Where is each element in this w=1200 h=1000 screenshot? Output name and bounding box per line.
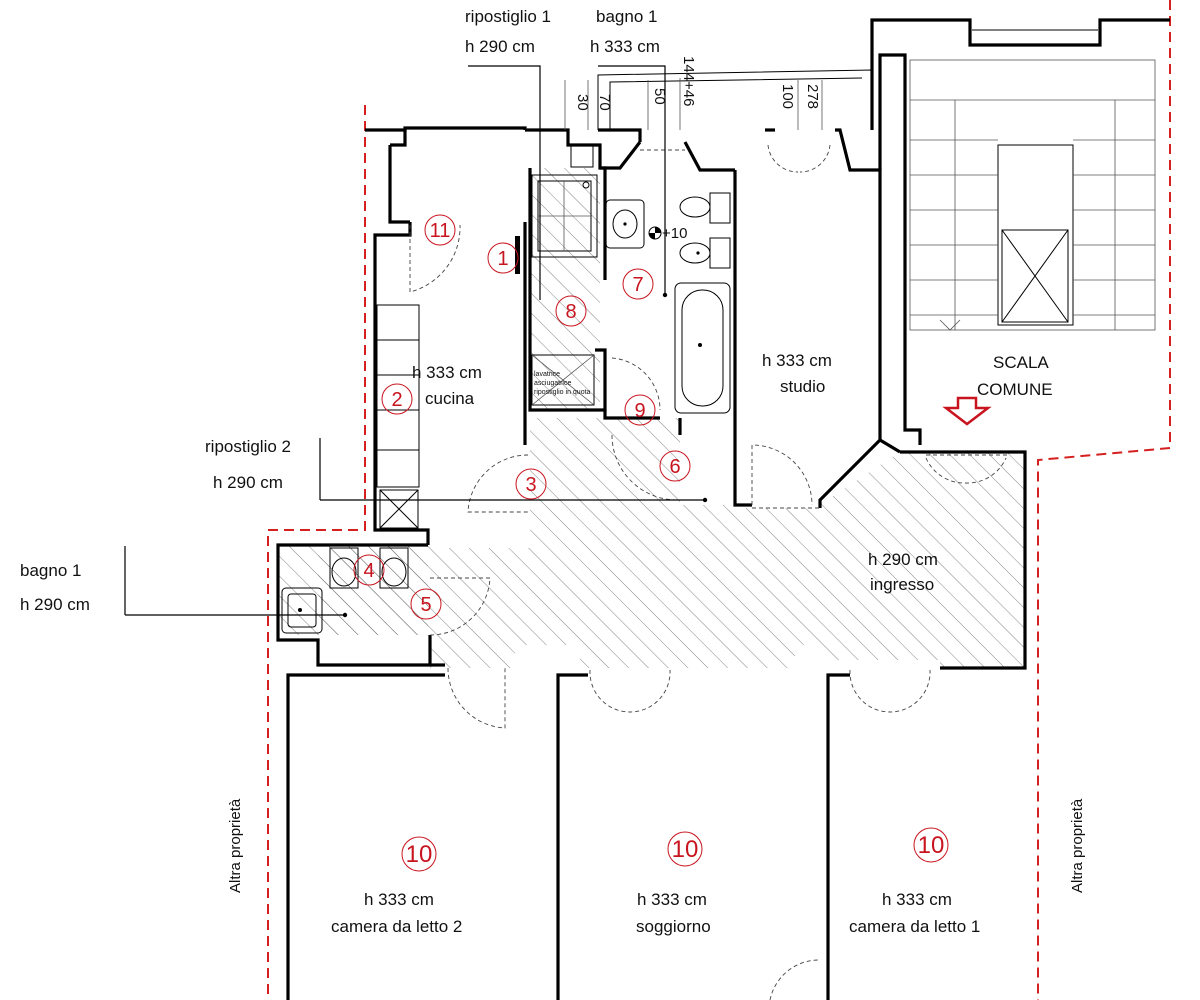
svg-text:1: 1 xyxy=(497,248,508,270)
wall-cucina xyxy=(373,222,430,545)
label-soggiorno-h: h 333 cm xyxy=(637,890,707,909)
label-bagno1-top-name: bagno 1 xyxy=(596,7,657,26)
room-numbers: 1 2 3 4 5 6 7 8 xyxy=(353,214,949,872)
wall-ingresso-diag xyxy=(879,438,901,454)
hatched-areas xyxy=(278,168,1025,668)
label-appliance-2: asciugatrice xyxy=(534,380,571,387)
svg-text:10: 10 xyxy=(672,836,699,863)
svg-text:3: 3 xyxy=(525,474,536,496)
label-ripostiglio1-name: ripostiglio 1 xyxy=(465,7,551,26)
room-labels: ripostiglio 1 h 290 cm bagno 1 h 333 cm … xyxy=(20,7,1086,936)
wall-scala xyxy=(870,18,1170,130)
bagno-left-fixtures xyxy=(281,547,409,634)
label-ripostiglio2-h: h 290 cm xyxy=(213,473,283,492)
property-boundary xyxy=(267,0,1171,1000)
room-number-5: 5 xyxy=(410,588,442,620)
svg-text:8: 8 xyxy=(565,301,576,323)
label-ingresso-h: h 290 cm xyxy=(868,550,938,569)
stair-drawing xyxy=(909,59,1156,331)
dim-70: 70 xyxy=(596,94,613,111)
wall-ingresso-right xyxy=(900,450,1027,670)
label-camera2-name: camera da letto 2 xyxy=(331,917,462,936)
wall-room11 xyxy=(388,145,410,224)
label-camera1-name: camera da letto 1 xyxy=(849,917,980,936)
hatch-ingresso xyxy=(318,418,1025,668)
kitchen-cabinets xyxy=(376,304,420,529)
wall-bagno7-vent xyxy=(683,141,735,172)
room-number-9: 9 xyxy=(624,394,656,426)
label-appliance-3: ripostiglio in quota xyxy=(534,389,591,396)
svg-text:4: 4 xyxy=(363,560,374,582)
wall-bagno7-top xyxy=(598,128,642,142)
label-level-mark: +10 xyxy=(662,225,687,242)
boundary-left xyxy=(267,105,366,1000)
label-ingresso-name: ingresso xyxy=(870,575,934,594)
wall-camera1 xyxy=(826,673,850,1000)
boundary-right xyxy=(1037,0,1171,1000)
label-soggiorno-name: soggiorno xyxy=(636,917,711,936)
wall-room11-top xyxy=(390,130,407,147)
dim-50: 50 xyxy=(651,88,668,105)
leader-lines xyxy=(124,65,708,618)
walls xyxy=(276,18,1170,1000)
room-number-10-camera2: 10 xyxy=(401,836,437,872)
label-scala-1: SCALA xyxy=(993,353,1049,372)
entrance-arrow-icon xyxy=(942,396,992,426)
wall-scala-inner xyxy=(878,53,922,445)
room-number-6: 6 xyxy=(659,450,691,482)
label-cucina-name: cucina xyxy=(425,389,475,408)
wall-soggiorno xyxy=(556,673,588,1000)
label-camera1-h: h 333 cm xyxy=(882,890,952,909)
room-number-7: 7 xyxy=(622,268,654,300)
svg-text:10: 10 xyxy=(406,841,433,868)
balcony-rail-inner xyxy=(609,77,863,130)
svg-text:9: 9 xyxy=(634,400,645,422)
dimension-labels: 30 70 50 144+46 100 278 xyxy=(574,56,821,111)
label-ripostiglio2-name: ripostiglio 2 xyxy=(205,437,291,456)
svg-text:11: 11 xyxy=(430,220,451,242)
room-number-4: 4 xyxy=(353,554,385,586)
room-number-11: 11 xyxy=(424,214,456,246)
svg-text:10: 10 xyxy=(918,832,945,859)
hatch-bagno-left xyxy=(278,545,428,635)
label-studio-name: studio xyxy=(780,377,825,396)
room-number-10-camera1: 10 xyxy=(913,827,949,863)
label-ripostiglio1-h: h 290 cm xyxy=(465,37,535,56)
wall-bagno7-left xyxy=(600,141,642,170)
svg-text:7: 7 xyxy=(632,274,643,296)
label-altra-right: Altra proprietà xyxy=(1069,798,1086,893)
dim-278: 278 xyxy=(804,84,821,109)
doors xyxy=(409,144,1008,1000)
dim-30: 30 xyxy=(574,94,591,111)
wall-balcony-top xyxy=(365,126,527,132)
room-number-1: 1 xyxy=(487,242,519,274)
label-altra-left: Altra proprietà xyxy=(227,798,244,893)
room-number-2: 2 xyxy=(381,383,413,415)
label-bagno1-left-name: bagno 1 xyxy=(20,561,81,580)
wall-camera2 xyxy=(286,673,445,1000)
label-appliance-1: lavatrice xyxy=(534,371,560,378)
dim-144: 144+46 xyxy=(680,56,697,106)
room-number-10-soggiorno: 10 xyxy=(667,831,703,867)
svg-text:2: 2 xyxy=(391,389,402,411)
label-bagno1-left-h: h 290 cm xyxy=(20,595,90,614)
dim-100: 100 xyxy=(779,84,796,109)
label-scala-2: COMUNE xyxy=(977,380,1053,399)
balcony-rail xyxy=(597,69,873,130)
hatch-ripostiglio1 xyxy=(530,168,600,410)
dimension-ticks xyxy=(564,78,823,130)
wall-studio xyxy=(818,128,882,508)
label-cucina-h: h 333 cm xyxy=(412,363,482,382)
label-studio-h: h 333 cm xyxy=(762,351,832,370)
wall-bagno7-right xyxy=(733,170,752,507)
label-bagno1-top-h: h 333 cm xyxy=(590,37,660,56)
svg-text:6: 6 xyxy=(669,456,680,478)
label-camera2-h: h 333 cm xyxy=(364,890,434,909)
bagno7-fixtures xyxy=(605,192,731,414)
wall-bagno7-bottom xyxy=(603,410,660,420)
room-number-8: 8 xyxy=(555,295,587,327)
room-number-3: 3 xyxy=(515,468,547,500)
svg-text:5: 5 xyxy=(420,594,431,616)
